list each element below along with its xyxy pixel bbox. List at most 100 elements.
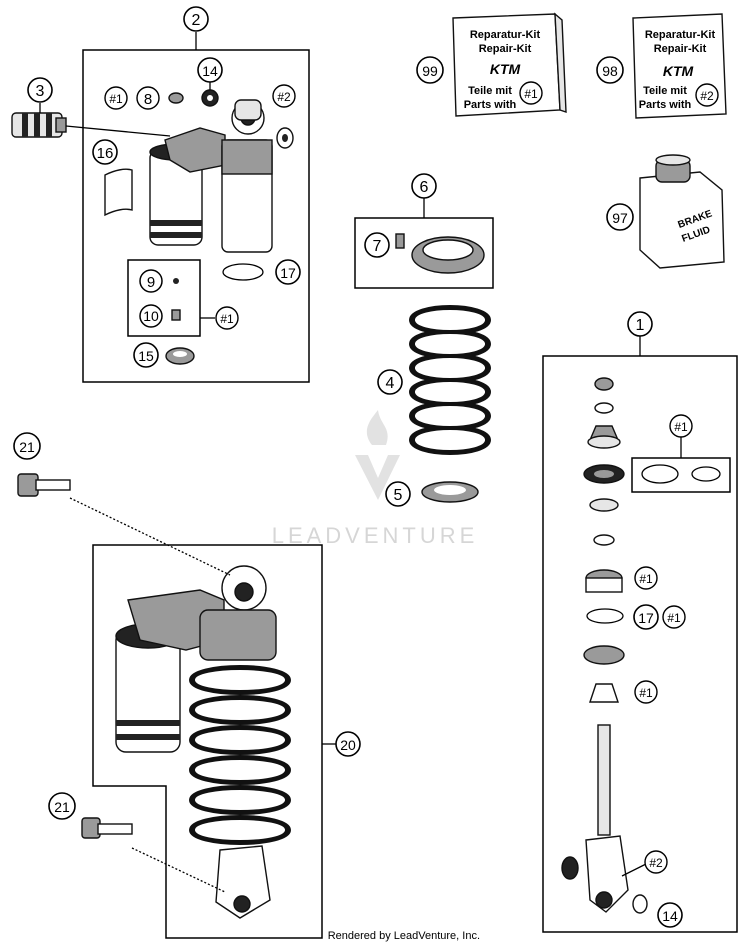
ref-1-piston[interactable]: #1 xyxy=(634,566,658,590)
svg-text:#1: #1 xyxy=(667,611,681,625)
svg-text:5: 5 xyxy=(394,487,403,504)
rendered-by-footer: Rendered by LeadVenture, Inc. xyxy=(327,930,480,942)
svg-text:#1: #1 xyxy=(639,572,653,586)
group-box-20 xyxy=(92,544,323,939)
svg-text:Repair-Kit: Repair-Kit xyxy=(654,43,707,55)
kit-99-brand: KTM xyxy=(490,61,521,77)
ref-1-bump-stop[interactable]: #1 xyxy=(634,680,658,704)
damper-body xyxy=(221,99,273,253)
svg-text:6: 6 xyxy=(420,179,429,196)
callout-99[interactable]: 99 xyxy=(416,56,444,84)
svg-text:99: 99 xyxy=(422,63,438,79)
ref-1-circlip[interactable]: #1 xyxy=(662,605,686,629)
callout-9[interactable]: 9 xyxy=(139,269,163,293)
part-14-bearing xyxy=(201,89,219,107)
svg-text:14: 14 xyxy=(662,908,678,924)
brake-fluid-can: BRAKE FLUID xyxy=(639,154,725,269)
svg-text:#2: #2 xyxy=(649,856,663,870)
svg-text:Parts with: Parts with xyxy=(464,99,517,111)
callout-20[interactable]: 20 xyxy=(335,731,361,757)
callout-17-rod[interactable]: 17 xyxy=(633,604,659,630)
svg-text:9: 9 xyxy=(147,274,155,291)
part-15-seal xyxy=(165,347,195,365)
svg-text:21: 21 xyxy=(19,439,35,455)
svg-text:14: 14 xyxy=(202,63,218,79)
callout-7[interactable]: 7 xyxy=(364,232,390,258)
callout-98[interactable]: 98 xyxy=(596,56,624,84)
svg-text:#1: #1 xyxy=(674,420,688,434)
svg-text:#2: #2 xyxy=(277,90,291,104)
kit-99-ref: #1 xyxy=(524,87,538,101)
callout-16[interactable]: 16 xyxy=(92,139,118,165)
reservoir xyxy=(149,127,226,246)
ref-2-top[interactable]: #2 xyxy=(272,84,296,108)
svg-text:Repair-Kit: Repair-Kit xyxy=(479,43,532,55)
ref-1-rings[interactable]: #1 xyxy=(669,414,693,438)
svg-text:Reparatur-Kit: Reparatur-Kit xyxy=(470,29,541,41)
svg-text:17: 17 xyxy=(280,265,296,281)
svg-text:Reparatur-Kit: Reparatur-Kit xyxy=(645,29,716,41)
repair-kit-98: Reparatur-Kit Repair-Kit KTM Teile mit P… xyxy=(632,13,727,119)
callout-4[interactable]: 4 xyxy=(377,369,403,395)
part-4-spring xyxy=(409,305,491,455)
svg-text:17: 17 xyxy=(638,610,654,626)
kit-98-ref: #2 xyxy=(700,89,714,103)
complete-shock xyxy=(115,565,291,919)
callout-6[interactable]: 6 xyxy=(411,173,437,199)
callout-1[interactable]: 1 xyxy=(627,311,653,337)
part-21-bolt-bottom xyxy=(81,817,133,839)
callout-17-top[interactable]: 17 xyxy=(275,259,301,285)
callout-3[interactable]: 3 xyxy=(27,77,53,103)
ref-2-rod-end[interactable]: #2 xyxy=(644,850,668,874)
ref-1-sub-box[interactable]: #1 xyxy=(215,306,239,330)
svg-text:15: 15 xyxy=(138,348,154,364)
part-washer-small xyxy=(276,127,294,149)
kit-98-brand: KTM xyxy=(663,63,694,79)
part-7-screw xyxy=(395,233,405,249)
watermark-text: LEADVENTURE xyxy=(272,523,479,548)
part-8-nut xyxy=(168,92,184,104)
svg-text:16: 16 xyxy=(97,145,114,162)
svg-text:3: 3 xyxy=(36,83,45,100)
part-17-circlip xyxy=(222,263,264,281)
svg-text:10: 10 xyxy=(143,308,159,324)
rod-stack xyxy=(561,377,648,914)
svg-text:#1: #1 xyxy=(220,312,234,326)
part-16-label-sheet xyxy=(104,168,133,217)
callout-15[interactable]: 15 xyxy=(133,342,159,368)
svg-text:4: 4 xyxy=(386,375,395,392)
svg-text:20: 20 xyxy=(340,737,356,753)
svg-text:98: 98 xyxy=(602,63,618,79)
callout-2[interactable]: 2 xyxy=(183,6,209,32)
svg-text:2: 2 xyxy=(192,12,201,29)
part-3-adjuster xyxy=(11,112,67,138)
svg-text:#1: #1 xyxy=(109,92,123,106)
callout-14-top[interactable]: 14 xyxy=(197,57,223,83)
svg-text:#1: #1 xyxy=(0,0,2,1)
svg-text:Teile mit: Teile mit xyxy=(468,85,512,97)
part-21-bolt-top xyxy=(17,473,71,497)
svg-text:8: 8 xyxy=(144,91,152,108)
sub-box-9-10 xyxy=(127,259,201,337)
callout-10[interactable]: 10 xyxy=(139,304,163,328)
svg-text:7: 7 xyxy=(373,238,382,255)
repair-kit-99: Reparatur-Kit Repair-Kit KTM Teile mit P… xyxy=(452,12,567,117)
svg-text:21: 21 xyxy=(54,799,70,815)
ref-1-top-left[interactable]: #1 xyxy=(104,86,128,110)
callout-21-top[interactable]: 21 xyxy=(13,432,41,460)
callout-5[interactable]: 5 xyxy=(385,481,411,507)
callout-14-bottom[interactable]: 14 xyxy=(657,902,683,928)
callout-97[interactable]: 97 xyxy=(606,203,634,231)
sub-box-rings xyxy=(631,457,731,493)
ref-8[interactable]: 8 xyxy=(136,86,160,110)
part-5-spring-retainer xyxy=(421,481,479,503)
svg-text:Teile mit: Teile mit xyxy=(643,85,687,97)
svg-text:Parts with: Parts with xyxy=(639,99,692,111)
svg-text:1: 1 xyxy=(636,317,645,334)
svg-text:#1: #1 xyxy=(639,686,653,700)
callout-21-bottom[interactable]: 21 xyxy=(48,792,76,820)
watermark: LEADVENTURE xyxy=(272,410,479,548)
part-6-adjusting-ring xyxy=(411,236,485,274)
svg-text:97: 97 xyxy=(612,210,628,226)
